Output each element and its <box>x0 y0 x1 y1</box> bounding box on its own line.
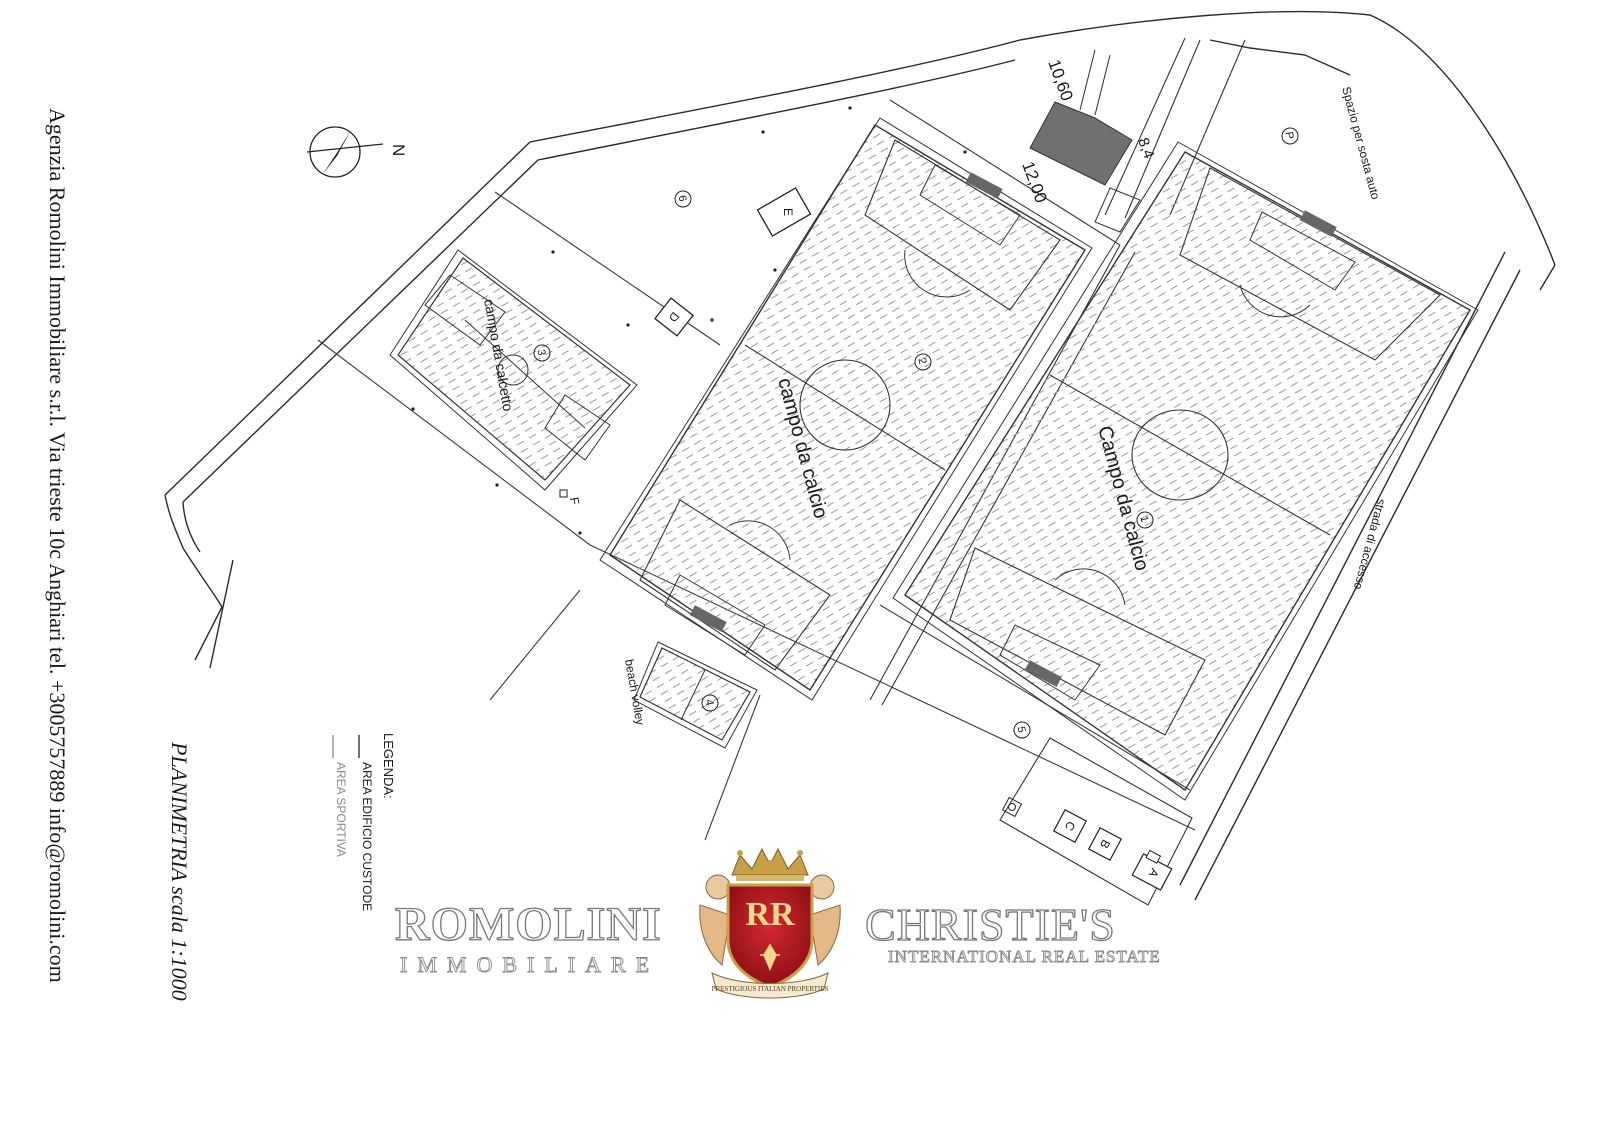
area-6-number: 6 <box>676 194 689 202</box>
agency-contact-line: Agenzia Romolini Immobiliare s.r.l. Via … <box>45 108 70 983</box>
legend-item-custodian: AREA EDIFICIO CUSTODE <box>360 762 374 911</box>
building-e-label: E <box>781 208 795 216</box>
parking-marker: P <box>1281 127 1299 145</box>
romolini-logo: ROMOLINI IMMOBILIARE <box>394 897 662 977</box>
site-boundary <box>164 10 1556 901</box>
building-f: F <box>559 489 582 506</box>
christies-wordmark: CHRISTIE'S <box>865 899 1116 950</box>
area-5-marker: 5 <box>1013 721 1031 739</box>
field-3-number: 3 <box>535 348 548 356</box>
custodian-building: 10,60 12,00 8,4 <box>1018 49 1157 233</box>
site-dots <box>411 106 967 535</box>
crest-emblem: RR PRESTIGIOUS ITALIAN PROPERTIES <box>699 847 841 999</box>
field-4: beach volley 4 <box>622 641 758 749</box>
north-compass-icon: N <box>306 126 408 178</box>
access-road-label: strada di accesso <box>1351 497 1389 591</box>
plan-title: PLANIMETRIA scala 1:1000 <box>167 741 192 1001</box>
christies-logo: CHRISTIE'S INTERNATIONAL REAL ESTATE <box>864 898 1161 966</box>
area-6-marker: 6 <box>674 190 692 208</box>
romolini-subtitle: IMMOBILIARE <box>400 952 659 977</box>
romolini-wordmark: ROMOLINI <box>395 898 662 951</box>
compass-north-label: N <box>389 144 408 156</box>
building-f-label: F <box>567 496 582 506</box>
dimension-12-00: 12,00 <box>1018 159 1050 205</box>
field-2: campo da calcio 2 <box>599 117 1093 701</box>
parking-label: Spazio per sosta auto <box>1339 85 1383 201</box>
building-c: C <box>1052 808 1088 844</box>
service-area <box>999 737 1193 906</box>
field-4-number: 4 <box>703 698 716 706</box>
field-3: campo da calcetto 3 <box>389 249 638 491</box>
crest-banner: PRESTIGIOUS ITALIAN PROPERTIES <box>712 985 829 993</box>
crest-initials: RR <box>745 896 795 933</box>
legend-heading: LEGENDA: <box>381 733 396 799</box>
small-marker-o <box>1001 796 1023 818</box>
building-b: B <box>1087 826 1123 862</box>
parking-symbol: P <box>1282 131 1295 140</box>
field-1: Campo da calcio 1 <box>892 141 1479 801</box>
building-a: A <box>1131 849 1173 891</box>
dimension-10-60: 10,60 <box>1044 57 1076 103</box>
dimension-8-4: 8,4 <box>1134 136 1157 161</box>
building-e: E <box>756 187 812 237</box>
building-d: D <box>654 297 694 337</box>
christies-subtitle: INTERNATIONAL REAL ESTATE <box>888 947 1161 966</box>
area-5-number: 5 <box>1015 725 1028 733</box>
field-1-number: 1 <box>1137 515 1150 524</box>
legend: LEGENDA: AREA EDIFICIO CUSTODE AREA SPOR… <box>332 733 396 911</box>
field-2-number: 2 <box>915 357 928 366</box>
legend-item-sport: AREA SPORTIVA <box>334 762 348 857</box>
